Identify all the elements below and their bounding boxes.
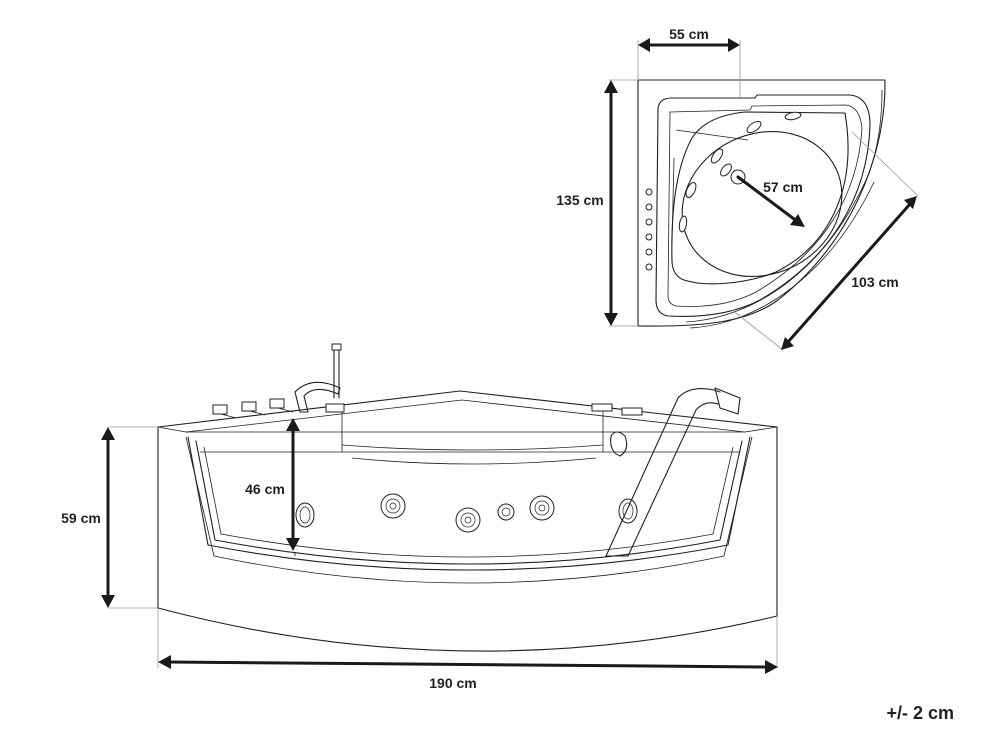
side-length-arrow [604,80,618,326]
faucet-controls [212,398,294,419]
top-view-drawing [609,40,919,351]
jet-center [455,507,481,533]
inner-diameter-arrow [736,175,805,227]
shower-handle [605,387,741,557]
jet-center-left [380,493,406,519]
jet-center-right [529,495,555,521]
height-arrow [101,427,115,608]
height-label: 59 cm [61,510,101,526]
inner-diameter-label: 57 cm [763,179,803,195]
total-width-arrow [158,655,778,674]
diagonal-front-label: 103 cm [851,274,898,290]
top-width-label: 55 cm [669,26,709,42]
light-center [497,503,515,521]
total-width-label: 190 cm [429,675,476,691]
tolerance-label: +/- 2 cm [886,703,954,723]
front-view-drawing [108,343,778,668]
top-width-arrow [638,38,740,52]
faucet-spout [294,343,345,413]
jet-left [295,502,315,528]
diagonal-front-arrow [781,196,917,350]
side-length-label: 135 cm [556,192,603,208]
inner-depth-arrow [286,418,300,551]
jet-right [618,498,638,524]
inner-depth-label: 46 cm [245,481,285,497]
